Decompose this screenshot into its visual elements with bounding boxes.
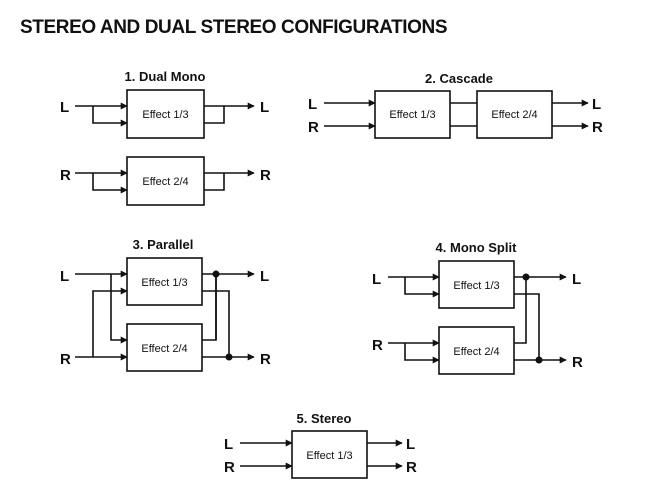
dual-mono-out-r-label: R bbox=[260, 167, 271, 184]
dual-mono-out-l-label: L bbox=[260, 99, 269, 116]
stereo-title: 5. Stereo bbox=[297, 411, 352, 426]
mono-split-diagram: 4. Mono Split L R Effect 1/3 Effect 2/4 … bbox=[372, 240, 583, 375]
parallel-junction-dot-l bbox=[212, 270, 220, 278]
dual-mono-effect-1-3-label: Effect 1/3 bbox=[142, 109, 188, 121]
cascade-effect-2-4-label: Effect 2/4 bbox=[491, 109, 537, 121]
dual-mono-effect-1-3-box bbox=[126, 89, 205, 139]
cascade-effect-1-3-box bbox=[374, 90, 451, 139]
stereo-in-r-label: R bbox=[224, 459, 235, 476]
cascade-title: 2. Cascade bbox=[425, 71, 493, 86]
parallel-in-l-label: L bbox=[60, 268, 69, 285]
cascade-in-l-label: L bbox=[308, 96, 317, 113]
stereo-effect-1-3-label: Effect 1/3 bbox=[306, 450, 352, 462]
parallel-effect-2-4-box bbox=[126, 323, 203, 372]
parallel-output-routing bbox=[202, 270, 255, 361]
cascade-effect-1-3-label: Effect 1/3 bbox=[389, 109, 435, 121]
parallel-junction-dot-r bbox=[225, 353, 233, 361]
parallel-input-routing bbox=[75, 270, 128, 361]
stereo-out-r-label: R bbox=[406, 459, 417, 476]
dual-mono-title: 1. Dual Mono bbox=[125, 69, 206, 84]
mono-split-effect-2-4-label: Effect 2/4 bbox=[453, 346, 499, 358]
dual-mono-effect-2-4-box bbox=[126, 156, 205, 206]
mono-split-out-l-label: L bbox=[572, 271, 581, 288]
mono-split-input-routing bbox=[388, 273, 440, 364]
mono-split-effect-2-4-box bbox=[438, 326, 515, 375]
mono-split-output-routing bbox=[514, 273, 567, 364]
parallel-diagram: 3. Parallel L R Effect 1/3 Effect 2/4 L … bbox=[60, 237, 271, 372]
mono-split-effect-1-3-label: Effect 1/3 bbox=[453, 280, 499, 292]
dual-mono-in-r-label: R bbox=[60, 167, 71, 184]
parallel-in-r-label: R bbox=[60, 351, 71, 368]
mono-split-out-r-label: R bbox=[572, 354, 583, 371]
stereo-effect-1-3-box bbox=[291, 430, 368, 479]
stereo-in-l-label: L bbox=[224, 436, 233, 453]
dual-mono-effect-2-4-label: Effect 2/4 bbox=[142, 176, 188, 188]
cascade-in-r-label: R bbox=[308, 119, 319, 136]
dual-mono-input-arrow-r bbox=[75, 169, 128, 194]
parallel-effect-1-3-label: Effect 1/3 bbox=[141, 277, 187, 289]
cascade-out-r-label: R bbox=[592, 119, 603, 136]
parallel-out-r-label: R bbox=[260, 351, 271, 368]
parallel-title: 3. Parallel bbox=[133, 237, 194, 252]
cascade-out-l-label: L bbox=[592, 96, 601, 113]
cascade-diagram: 2. Cascade L R Effect 1/3 Effect 2/4 L R bbox=[308, 71, 603, 139]
stereo-out-l-label: L bbox=[406, 436, 415, 453]
mono-split-title: 4. Mono Split bbox=[436, 240, 518, 255]
dual-mono-output-arrow-r bbox=[204, 169, 255, 191]
parallel-out-l-label: L bbox=[260, 268, 269, 285]
dual-mono-output-arrow-l bbox=[204, 102, 255, 124]
mono-split-effect-1-3-box bbox=[438, 260, 515, 309]
dual-mono-diagram: 1. Dual Mono L Effect 1/3 L R Effect 2/4… bbox=[60, 69, 271, 206]
parallel-effect-2-4-label: Effect 2/4 bbox=[141, 343, 187, 355]
dual-mono-in-l-label: L bbox=[60, 99, 69, 116]
dual-mono-input-arrow-l bbox=[75, 102, 128, 127]
mono-split-junction-dot-r bbox=[535, 356, 543, 364]
stereo-diagram: 5. Stereo L R Effect 1/3 L R bbox=[224, 411, 417, 479]
mono-split-in-l-label: L bbox=[372, 271, 381, 288]
mono-split-junction-dot-l bbox=[522, 273, 530, 281]
page-title: STEREO AND DUAL STEREO CONFIGURATIONS bbox=[20, 17, 448, 38]
cascade-effect-2-4-box bbox=[476, 90, 553, 139]
mono-split-in-r-label: R bbox=[372, 337, 383, 354]
parallel-effect-1-3-box bbox=[126, 257, 203, 306]
